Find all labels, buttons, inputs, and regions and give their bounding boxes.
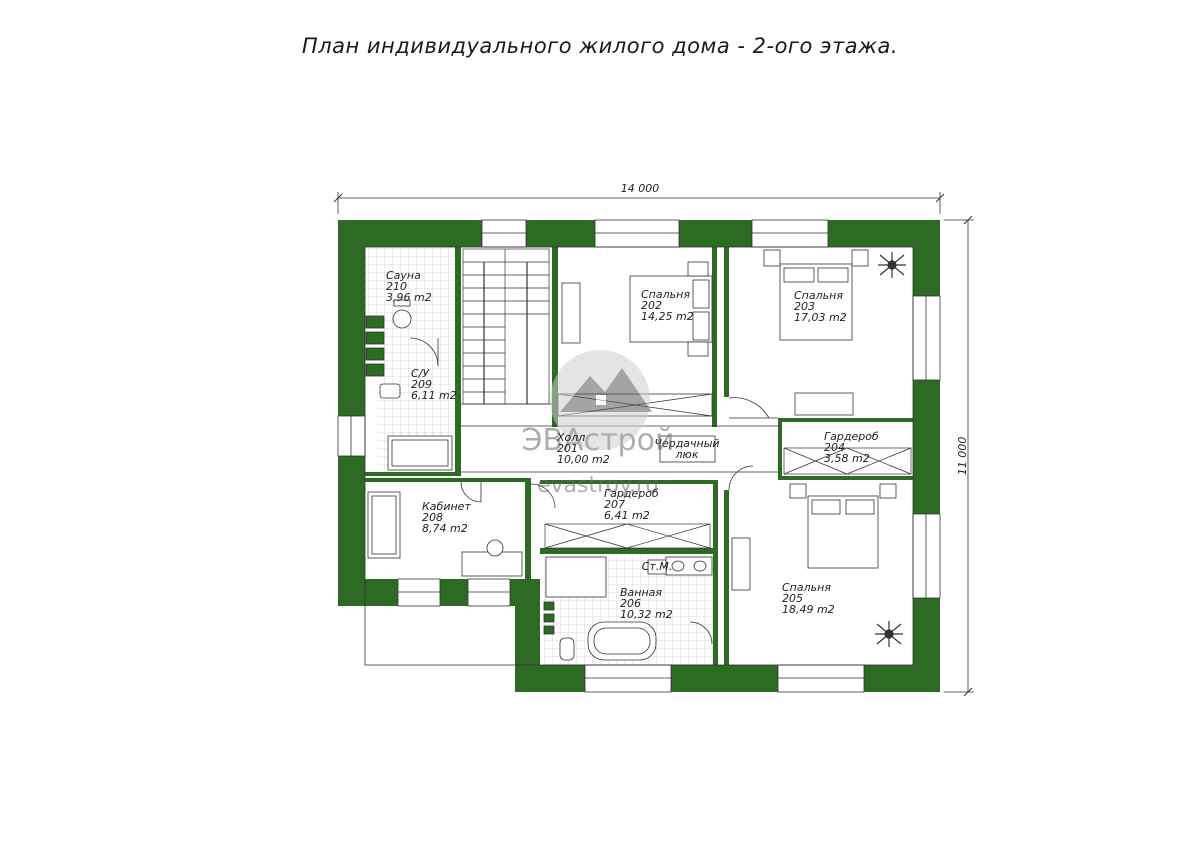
svg-text:С/У: С/У — [411, 367, 430, 380]
svg-text:203: 203 — [794, 300, 815, 313]
width-dimension-label: 14 000 — [621, 182, 660, 195]
bedroom-203-furniture — [728, 249, 869, 419]
room-label-bedroom-202: Спальня 202 14,25 m2 — [641, 288, 694, 323]
svg-text:205: 205 — [782, 592, 803, 605]
interior-walls — [365, 247, 913, 665]
svg-text:18,49 m2: 18,49 m2 — [782, 603, 835, 616]
watermark-site: evastroy.ru — [537, 473, 659, 498]
room-label-sauna: Сауна 210 3,96 m2 — [386, 269, 432, 304]
svg-text:204: 204 — [824, 441, 845, 454]
room-label-bathroom: Ванная 206 10,32 m2 — [620, 586, 673, 621]
svg-text:207: 207 — [604, 498, 625, 511]
plant-icon — [875, 621, 903, 647]
staircase — [462, 248, 550, 405]
room-label-bedroom-203: Спальня 203 17,03 m2 — [794, 289, 847, 324]
plan-title: План индивидуального жилого дома - 2-ого… — [301, 34, 899, 58]
svg-text:202: 202 — [641, 299, 662, 312]
watermark-logo: ЭВАстрой evastroy.ru — [522, 350, 675, 498]
attic-hatch: Чердачный люк — [654, 435, 720, 463]
dimension-height: 11 000 — [944, 215, 974, 697]
svg-text:210: 210 — [386, 280, 407, 293]
room-label-hall: Холл 201 10,00 m2 — [556, 431, 610, 466]
svg-text:Гардероб: Гардероб — [824, 430, 879, 443]
svg-text:3,96 m2: 3,96 m2 — [386, 291, 432, 304]
svg-text:Спальня: Спальня — [794, 289, 843, 302]
svg-text:17,03 m2: 17,03 m2 — [794, 311, 847, 324]
dimension-width: 14 000 — [333, 182, 945, 214]
sauna-fixtures — [365, 299, 453, 471]
svg-text:209: 209 — [411, 378, 432, 391]
svg-text:14,25 m2: 14,25 m2 — [641, 310, 694, 323]
svg-text:Спальня: Спальня — [641, 288, 690, 301]
svg-text:208: 208 — [422, 511, 443, 524]
svg-text:Ванная: Ванная — [620, 586, 662, 599]
svg-text:Сауна: Сауна — [386, 269, 421, 282]
svg-text:6,41 m2: 6,41 m2 — [604, 509, 650, 522]
room-label-wardrobe-204: Гардероб 204 3,58 m2 — [824, 430, 879, 465]
svg-text:Кабинет: Кабинет — [422, 500, 471, 513]
attic-hatch-label-2: люк — [675, 448, 699, 461]
svg-text:10,00 m2: 10,00 m2 — [557, 453, 610, 466]
svg-text:10,32 m2: 10,32 m2 — [620, 608, 673, 621]
bedroom-205-furniture — [728, 465, 897, 591]
windows — [337, 219, 941, 693]
svg-text:Гардероб: Гардероб — [604, 487, 659, 500]
svg-text:201: 201 — [557, 442, 578, 455]
washer-label: Ст.М. — [642, 560, 673, 573]
room-label-bedroom-205: Спальня 205 18,49 m2 — [782, 581, 835, 616]
svg-text:3,58 m2: 3,58 m2 — [824, 452, 870, 465]
room-label-wardrobe-207: Гардероб 207 6,41 m2 — [604, 487, 659, 522]
plant-icon — [878, 252, 906, 278]
room-label-wc: С/У 209 6,11 m2 — [411, 367, 457, 402]
svg-text:8,74 m2: 8,74 m2 — [422, 522, 468, 535]
room-label-office: Кабинет 208 8,74 m2 — [422, 500, 471, 535]
svg-text:Холл: Холл — [556, 431, 585, 444]
height-dimension-label: 11 000 — [956, 437, 969, 476]
svg-text:206: 206 — [620, 597, 641, 610]
wardrobe-207-shelving — [530, 483, 711, 549]
svg-text:6,11 m2: 6,11 m2 — [411, 389, 457, 402]
office-furniture — [367, 481, 523, 577]
watermark-brand: ЭВАстрой — [522, 423, 675, 458]
attic-hatch-label-1: Чердачный — [654, 437, 719, 450]
wardrobe-204-shelving — [783, 447, 912, 475]
bathroom-fixtures: Ст.М. — [543, 556, 713, 661]
svg-text:Спальня: Спальня — [782, 581, 831, 594]
